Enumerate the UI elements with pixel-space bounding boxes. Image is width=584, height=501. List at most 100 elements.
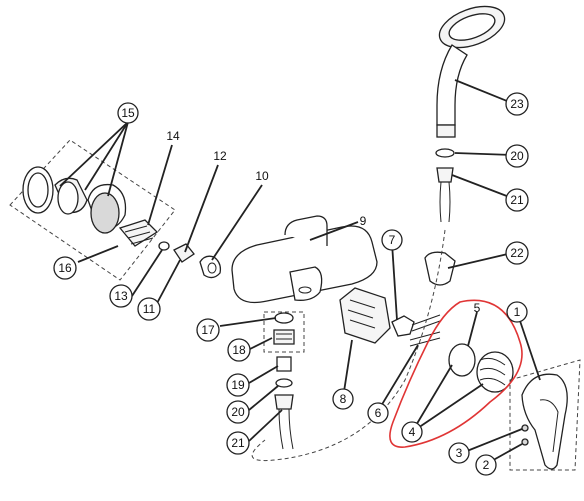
callout-12-text: 12 xyxy=(213,149,227,163)
callout-7: 7 xyxy=(381,229,403,251)
assembly-16-dashed-outline xyxy=(9,139,176,281)
eccentric-connector-14 xyxy=(118,219,159,247)
callout-17-text: 17 xyxy=(201,323,215,337)
callout-3: 3 xyxy=(448,442,470,464)
leader-18 xyxy=(249,337,273,350)
leader-15-a xyxy=(59,121,129,187)
shower-head-thread xyxy=(436,124,456,138)
leader-20-bottom xyxy=(248,385,279,411)
leader-13 xyxy=(131,249,163,297)
callout-21-top-text: 21 xyxy=(510,193,524,207)
mixer-body-housing xyxy=(231,225,378,304)
callout-10-text: 10 xyxy=(255,169,269,183)
callout-16: 16 xyxy=(53,256,77,280)
wall-connection-assembly xyxy=(9,139,222,281)
callout-21-top: 21 xyxy=(505,188,529,212)
callout-18-text: 18 xyxy=(232,343,246,357)
highlight-outline xyxy=(389,299,523,448)
leader-4-b xyxy=(411,383,484,433)
escutcheon-ring-inner xyxy=(27,172,49,208)
leader-20-top xyxy=(454,152,513,156)
callout-1-text: 1 xyxy=(514,305,521,319)
stack-dashed-box xyxy=(263,311,305,353)
handle-cap-4 xyxy=(476,351,514,393)
callout-12: 12 xyxy=(213,149,227,163)
o-ring-5 xyxy=(448,343,476,377)
washer-20-bottom xyxy=(275,378,293,388)
callout-15: 15 xyxy=(117,102,139,124)
leader-16 xyxy=(77,245,119,263)
shower-set xyxy=(251,5,506,462)
callout-23-text: 23 xyxy=(510,97,524,111)
outlet-thread xyxy=(298,286,312,294)
cartridge-group xyxy=(339,287,441,347)
lever-handle-detail xyxy=(539,399,559,453)
callout-20-bottom: 20 xyxy=(226,400,250,424)
hex-nut-10 xyxy=(199,255,222,279)
callout-22: 22 xyxy=(505,241,529,265)
leader-21-top xyxy=(451,174,513,199)
shower-head-inner xyxy=(448,13,496,41)
leader-14 xyxy=(147,144,173,226)
leader-21-bottom xyxy=(248,409,283,442)
leader-22 xyxy=(447,252,513,269)
hose-nut-21-bottom xyxy=(274,394,294,410)
callout-13-text: 13 xyxy=(114,289,128,303)
o-ring-15a xyxy=(57,181,79,215)
callout-13: 13 xyxy=(109,284,133,308)
callout-14: 14 xyxy=(166,129,180,143)
shower-head-handle xyxy=(436,44,468,126)
leader-11 xyxy=(154,259,181,308)
callout-4: 4 xyxy=(401,421,423,443)
callout-11-text: 11 xyxy=(143,302,156,316)
handle-group xyxy=(389,299,581,471)
callout-8: 8 xyxy=(332,388,354,410)
callout-21-bottom: 21 xyxy=(226,431,250,455)
cover-rosette-face xyxy=(90,192,120,234)
check-valve-18 xyxy=(273,329,295,345)
leader-4-a xyxy=(411,364,453,433)
leader-6 xyxy=(377,344,419,412)
callout-23: 23 xyxy=(505,92,529,116)
leader-19 xyxy=(248,365,279,384)
callout-10: 10 xyxy=(255,169,269,183)
callout-21-bottom-text: 21 xyxy=(231,436,245,450)
callout-9: 9 xyxy=(360,214,367,228)
handle-cap-ribs xyxy=(479,357,506,386)
outlet-stack xyxy=(263,311,305,450)
lever-handle-1 xyxy=(521,373,568,470)
plug-2 xyxy=(521,438,529,446)
leader-lines xyxy=(59,79,541,464)
leader-1 xyxy=(516,311,541,381)
cartridge-spindle-7 xyxy=(391,315,415,337)
callout-6-text: 6 xyxy=(375,406,382,420)
grub-screw-3 xyxy=(521,424,529,432)
washer-13 xyxy=(158,241,170,251)
callout-11: 11 xyxy=(137,297,161,321)
callout-2-text: 2 xyxy=(483,458,490,472)
hose-nut-21-top xyxy=(436,167,454,183)
leader-9 xyxy=(309,221,359,241)
callout-18: 18 xyxy=(227,338,251,362)
callout-5: 5 xyxy=(474,301,481,315)
wall-holder-22 xyxy=(424,251,456,286)
callout-3-text: 3 xyxy=(456,446,463,460)
callouts: 15 14 12 10 9 16 13 11 17 xyxy=(53,92,529,476)
callout-22-text: 22 xyxy=(510,246,524,260)
leader-5 xyxy=(467,311,478,347)
adapter-19 xyxy=(276,356,292,372)
callout-7-text: 7 xyxy=(389,233,396,247)
callout-5-text: 5 xyxy=(474,301,481,315)
callout-4-text: 4 xyxy=(409,425,416,439)
leader-10 xyxy=(211,184,263,261)
leader-8 xyxy=(342,339,353,399)
callout-2: 2 xyxy=(475,454,497,476)
fixing-screw-b xyxy=(409,331,441,347)
callout-14-text: 14 xyxy=(166,129,180,143)
hex-nut-10-bore xyxy=(207,262,217,274)
callout-8-text: 8 xyxy=(340,392,347,406)
callout-6: 6 xyxy=(367,402,389,424)
callout-19: 19 xyxy=(226,373,250,397)
callout-20-top: 20 xyxy=(505,144,529,168)
